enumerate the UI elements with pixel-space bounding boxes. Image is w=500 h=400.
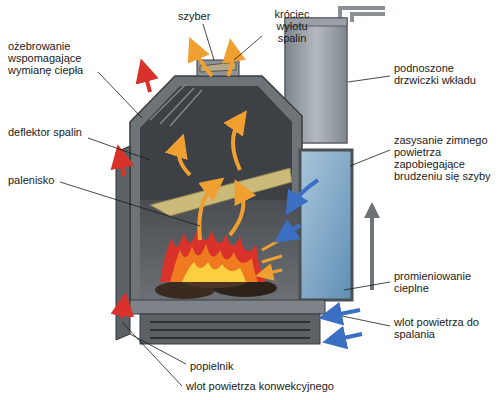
part-label: ożebrowanie wspomagające wymianę ciepła bbox=[8, 40, 103, 76]
part-label: palenisko bbox=[8, 174, 88, 186]
part-label: wlot powietrza konwekcyjnego bbox=[186, 380, 386, 392]
part-label: zasysanie zimnego powietrza zapobiegając… bbox=[394, 134, 494, 182]
part-label: króciec wylotu spalin bbox=[262, 8, 322, 44]
part-label: wlot powietrza do spalania bbox=[394, 316, 494, 340]
part-label: deflektor spalin bbox=[8, 126, 103, 138]
part-label: popielnik bbox=[190, 360, 270, 372]
part-label: szyber bbox=[178, 10, 238, 22]
part-label: podnoszone drzwiczki wkładu bbox=[394, 62, 494, 86]
leader-lines bbox=[60, 24, 390, 386]
part-label: promieniowanie cieplne bbox=[394, 270, 494, 294]
